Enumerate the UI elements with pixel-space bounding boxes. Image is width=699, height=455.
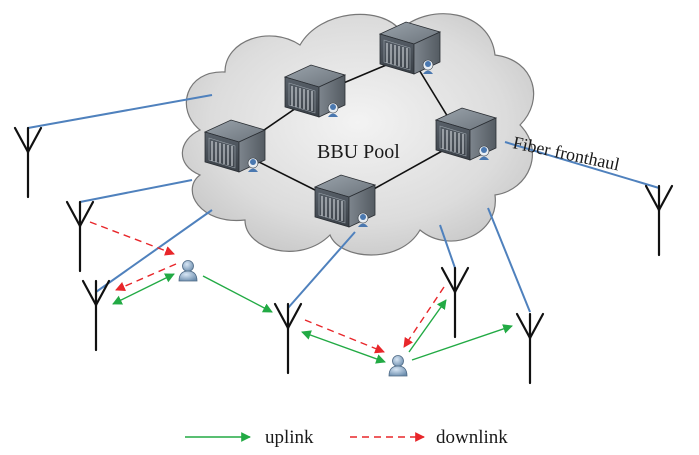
rrh-antenna-icon [81,279,111,352]
bbu-server-icon [314,174,376,228]
radio-links [89,221,513,364]
fiber-link-5 [439,224,456,269]
pool-label: BBU Pool [317,141,400,163]
legend-downlink-label: downlink [436,427,508,448]
fiber-link-4 [287,231,356,309]
user-icon [388,355,408,377]
rrh-antenna-icon [644,184,674,257]
fiber-link-6 [487,207,531,313]
bbu-server-icon [284,64,346,118]
fiber-link-1 [27,94,213,129]
bbu-server-icon [379,21,441,75]
legend-uplink-label: uplink [265,427,314,448]
rrh-antenna-icon [515,312,545,385]
bbu-server-icon [435,107,497,161]
rrh-antenna-icon [65,200,95,273]
user-icon [178,260,198,282]
rrh-antenna-icon [440,266,470,339]
legend: uplink downlink [185,427,508,448]
rrh-antenna-icon [13,126,43,199]
bbu-cloud [181,13,535,256]
bbu-server-icon [204,119,266,173]
fiber-link-7 [504,141,660,189]
fiber-link-2 [79,179,193,203]
fiber-links [27,94,660,313]
rrh-antenna-icon [273,302,303,375]
